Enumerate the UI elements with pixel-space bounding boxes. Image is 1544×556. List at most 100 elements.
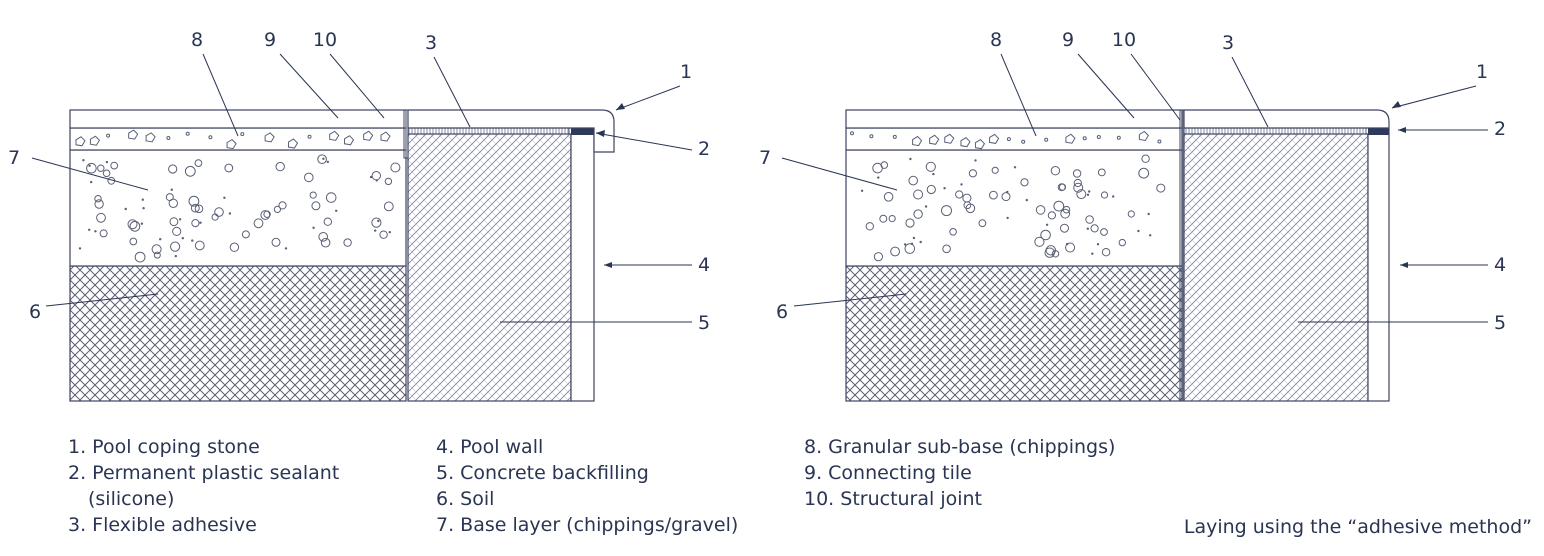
gravel-pebble (317, 154, 327, 164)
leader-line (45, 293, 159, 307)
callout-label: 9 (1062, 29, 1074, 51)
leader-line (31, 157, 149, 191)
sub-base-layer (845, 127, 1183, 151)
gravel-pebble (214, 207, 224, 217)
gravel-dot (377, 219, 380, 223)
gravel-pebble (873, 252, 884, 262)
gravel-pebble (880, 161, 889, 169)
gravel-pebble (168, 198, 179, 209)
callout-label: 7 (759, 147, 771, 169)
legend-item-3: 3. Flexible adhesive (68, 514, 257, 536)
gravel-dot (178, 218, 182, 221)
callout-label: 2 (1494, 118, 1506, 140)
chipping (226, 138, 237, 150)
gravel-dot (1096, 243, 1100, 246)
arrow-head (1400, 262, 1408, 268)
chipping (974, 139, 986, 150)
gravel-pebble (941, 205, 952, 217)
gravel-pebble (383, 201, 394, 212)
chipping (128, 129, 139, 140)
gravel-dot (181, 237, 184, 240)
chipping (380, 131, 391, 142)
gravel-pebble (1100, 191, 1109, 199)
callout-label: 2 (698, 138, 710, 160)
chipping (1021, 139, 1026, 144)
gravel-pebble (260, 210, 271, 220)
gravel-dot (1025, 198, 1029, 202)
gravel-dot (1065, 242, 1069, 246)
gravel-dot (1147, 212, 1150, 216)
gravel-dot (1086, 227, 1090, 230)
legend-item-10: 10. Structural joint (804, 488, 983, 510)
gravel-pebble (1057, 183, 1066, 192)
chipping (869, 134, 874, 139)
gravel-dot (374, 229, 377, 232)
callout-label: 4 (698, 254, 710, 276)
arrow-head (1398, 127, 1406, 133)
gravel-pebble (151, 244, 162, 255)
chipping (329, 130, 340, 141)
figure-caption: Laying using the “adhesive method” (1183, 516, 1532, 538)
gravel-pebble (224, 163, 234, 173)
gravel-pebble (1045, 245, 1057, 256)
gravel-dot (919, 240, 922, 244)
gravel-pebble (194, 204, 204, 214)
gravel-dot (191, 239, 194, 242)
gravel-pebble (1034, 236, 1045, 247)
chipping (240, 132, 245, 137)
gravel-pebble (273, 205, 281, 213)
gravel-pebble (963, 201, 972, 210)
gravel-pebble (978, 219, 987, 228)
gravel-pebble (86, 162, 97, 174)
pool-wall (1367, 133, 1390, 402)
gravel-pebble (925, 161, 936, 172)
legend-item-7: 7. Base layer (chippings/gravel) (436, 514, 739, 536)
gravel-dot (909, 157, 912, 161)
arrow-head (604, 262, 612, 268)
gravel-pebble (1076, 189, 1087, 200)
gravel-dot (974, 159, 977, 162)
chipping (166, 136, 171, 140)
gravel-pebble (955, 190, 964, 199)
sub-base-layer (69, 127, 407, 151)
chipping (106, 133, 111, 138)
chipping (1044, 137, 1049, 142)
gravel-pebble (191, 219, 200, 228)
gravel-pebble (194, 159, 203, 168)
gravel-dot (1112, 195, 1115, 198)
gravel-dot (903, 243, 907, 246)
gravel-dot (1006, 216, 1009, 220)
chipping (912, 135, 923, 147)
callout-label: 10 (313, 29, 337, 51)
gravel-dot (375, 179, 378, 182)
base-layer (845, 149, 1183, 267)
gravel-dot (90, 180, 93, 184)
pool-wall (570, 133, 595, 402)
legend-item-1: 1. Pool coping stone (68, 436, 260, 458)
gravel-dot (910, 242, 914, 245)
chipping (75, 136, 86, 147)
connecting-tile (845, 109, 1183, 129)
gravel-pebble (94, 195, 102, 203)
gravel-pebble (211, 213, 219, 221)
gravel-dot (877, 176, 880, 179)
gravel-dot (141, 198, 144, 201)
callout-label: 5 (698, 312, 710, 334)
gravel-dot (312, 226, 315, 229)
gravel-dot (943, 187, 946, 190)
gravel-pebble (309, 191, 317, 199)
gravel-pebble (1100, 228, 1108, 236)
legend-item-4: 4. Pool wall (436, 436, 544, 458)
gravel-pebble (129, 237, 138, 246)
gravel-pebble (1138, 167, 1150, 179)
gravel-pebble (325, 192, 337, 203)
gravel-dot (199, 221, 202, 224)
gravel-pebble (1090, 224, 1099, 233)
gravel-pebble (311, 201, 321, 211)
gravel-dot (105, 160, 109, 164)
gravel-dot (1045, 223, 1049, 226)
gravel-pebble (1050, 166, 1061, 176)
gravel-pebble (168, 164, 178, 174)
